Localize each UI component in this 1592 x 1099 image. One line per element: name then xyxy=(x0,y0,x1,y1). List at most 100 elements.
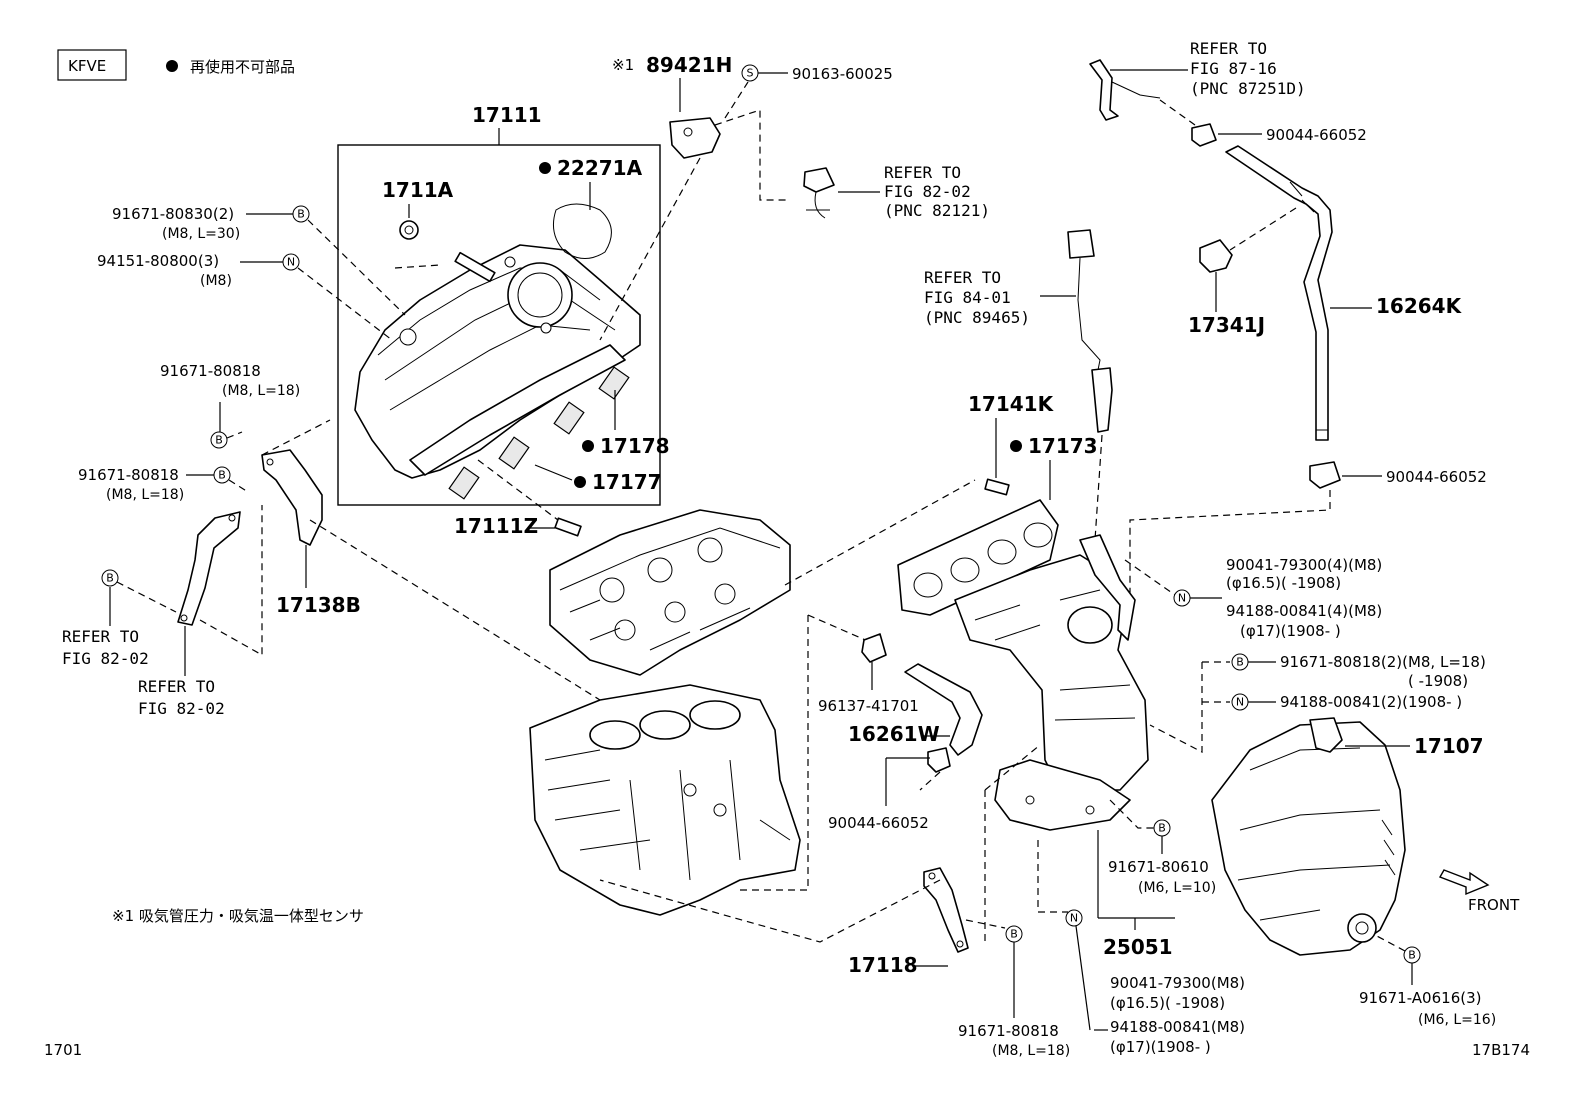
clip-17341j xyxy=(1199,239,1233,273)
part-91671-80610[interactable]: 91671-80610 xyxy=(1108,858,1209,876)
part-90041-79300-a[interactable]: 90041-79300(4)(M8) xyxy=(1226,556,1382,574)
symbol-b: B xyxy=(1010,928,1018,941)
part-16264k[interactable]: 16264K xyxy=(1376,294,1463,318)
cylinder-head-drawing xyxy=(549,509,791,676)
part-94188-00841-a-spec: (φ17)(1908- ) xyxy=(1240,622,1341,640)
ref-82-02-mid-line2[interactable]: FIG 82-02 xyxy=(138,699,225,718)
harness-connector-82121 xyxy=(803,167,835,219)
part-91671-80830[interactable]: 91671-80830(2) xyxy=(112,205,234,223)
symbol-b: B xyxy=(106,572,114,585)
part-90041-79300-b[interactable]: 90041-79300(M8) xyxy=(1110,974,1245,992)
part-90044-66052-top[interactable]: 90044-66052 xyxy=(1266,126,1367,144)
symbol-n: N xyxy=(287,256,295,269)
bracket-17138b xyxy=(261,449,323,546)
hose-clamp-right xyxy=(1309,461,1341,489)
symbol-n: N xyxy=(1178,592,1186,605)
symbol-b: B xyxy=(1408,949,1416,962)
ref-84-01-line3: (PNC 89465) xyxy=(924,308,1030,327)
filled-circle-icon xyxy=(574,476,586,488)
filled-circle-icon xyxy=(166,60,178,72)
ref-87-16-line1: REFER TO xyxy=(1190,39,1267,58)
part-91671-80818-c[interactable]: 91671-80818(2)(M8, L=18) xyxy=(1280,653,1486,671)
part-17177[interactable]: 17177 xyxy=(592,470,662,494)
ref-82-02-left-line1: REFER TO xyxy=(62,627,139,646)
symbol-b: B xyxy=(1158,822,1166,835)
part-17341j[interactable]: 17341J xyxy=(1188,313,1265,337)
part-94188-00841-c[interactable]: 94188-00841(M8) xyxy=(1110,1018,1245,1036)
part-17111[interactable]: 17111 xyxy=(472,103,542,127)
part-90044-66052-right[interactable]: 90044-66052 xyxy=(1386,468,1487,486)
breather-pipe-87251d xyxy=(1089,59,1161,121)
part-94188-00841-a[interactable]: 94188-00841(4)(M8) xyxy=(1226,602,1382,620)
part-96137-41701[interactable]: 96137-41701 xyxy=(818,697,919,715)
page-number: 1701 xyxy=(44,1041,82,1059)
part-91671-80818-b[interactable]: 91671-80818 xyxy=(78,466,179,484)
engine-code-box xyxy=(57,49,127,81)
symbol-b: B xyxy=(1236,656,1244,669)
filled-circle-icon xyxy=(539,162,551,174)
part-17138b[interactable]: 17138B xyxy=(276,593,361,617)
ref-82-02-top-line3: (PNC 82121) xyxy=(884,201,990,220)
part-90163-60025[interactable]: 90163-60025 xyxy=(792,65,893,83)
part-91671-80818-b-spec: (M8, L=18) xyxy=(106,487,184,503)
hose-clamp-top xyxy=(1191,123,1217,147)
part-17178[interactable]: 17178 xyxy=(600,434,670,458)
part-91671-80818-a-spec: (M8, L=18) xyxy=(222,383,300,399)
symbol-s: S xyxy=(747,67,754,80)
symbol-b: B xyxy=(215,434,223,447)
front-label: FRONT xyxy=(1468,896,1520,914)
ref-84-01-line2[interactable]: FIG 84-01 xyxy=(924,288,1011,307)
symbol-b: B xyxy=(218,469,226,482)
ref-87-16-line2[interactable]: FIG 87-16 xyxy=(1190,59,1277,78)
engine-code: KFVE xyxy=(68,57,106,75)
figure-code: 17B174 xyxy=(1472,1041,1530,1059)
footnote: ※1 吸気管圧力・吸気温一体型センサ xyxy=(112,907,364,925)
intake-manifold-drawing xyxy=(354,244,641,500)
ref-82-02-mid-line1: REFER TO xyxy=(138,677,215,696)
part-1711a[interactable]: 1711A xyxy=(382,178,454,202)
oxygen-sensor-89465 xyxy=(1067,229,1113,433)
heat-insulator-17107 xyxy=(1211,717,1406,956)
exhaust-manifold-25051 xyxy=(954,534,1149,831)
part-91671-a0616[interactable]: 91671-A0616(3) xyxy=(1359,989,1481,1007)
part-91671-80610-spec: (M6, L=10) xyxy=(1138,880,1216,896)
gasket-22271a xyxy=(553,203,612,259)
cylinder-block-drawing xyxy=(529,684,801,916)
symbol-n: N xyxy=(1070,912,1078,925)
part-91671-80818-a[interactable]: 91671-80818 xyxy=(160,362,261,380)
part-22271a[interactable]: 22271A xyxy=(557,156,643,180)
part-90041-79300-a-spec: (φ16.5)( -1908) xyxy=(1226,574,1341,592)
symbol-b: B xyxy=(297,208,305,221)
part-17111z[interactable]: 17111Z xyxy=(454,514,538,538)
front-arrow-icon xyxy=(1438,869,1490,896)
filled-circle-icon xyxy=(1010,440,1022,452)
part-17173[interactable]: 17173 xyxy=(1028,434,1098,458)
part-17107[interactable]: 17107 xyxy=(1414,734,1484,758)
hose-16264k xyxy=(1225,145,1333,441)
hose-16261w xyxy=(904,663,983,756)
ref-84-01-line1: REFER TO xyxy=(924,268,1001,287)
part-25051[interactable]: 25051 xyxy=(1103,935,1173,959)
clip-96137-41701 xyxy=(861,633,887,663)
part-90044-66052-lower[interactable]: 90044-66052 xyxy=(828,814,929,832)
part-91671-80818-c-spec: ( -1908) xyxy=(1408,672,1468,690)
part-91671-80818-d[interactable]: 91671-80818 xyxy=(958,1022,1059,1040)
hose-clamp-lower xyxy=(927,747,951,773)
exhaust-gasket-17173 xyxy=(897,499,1059,616)
filled-circle-icon xyxy=(582,440,594,452)
bracket-left-82-02 xyxy=(177,511,241,626)
part-94151-80800[interactable]: 94151-80800(3) xyxy=(97,252,219,270)
part-91671-80830-spec: (M8, L=30) xyxy=(162,226,240,242)
part-17118[interactable]: 17118 xyxy=(848,953,918,977)
bracket-17118 xyxy=(923,867,969,953)
ref-82-02-left-line2[interactable]: FIG 82-02 xyxy=(62,649,149,668)
part-94151-80800-spec: (M8) xyxy=(200,273,232,289)
part-16261w[interactable]: 16261W xyxy=(848,722,940,746)
part-89421h[interactable]: 89421H xyxy=(646,53,732,77)
part-17141k[interactable]: 17141K xyxy=(968,392,1055,416)
part-94188-00841-b[interactable]: 94188-00841(2)(1908- ) xyxy=(1280,693,1462,711)
ref-82-02-top-line1: REFER TO xyxy=(884,163,961,182)
ref-82-02-top-line2[interactable]: FIG 82-02 xyxy=(884,182,971,201)
part-89421h-prefix: ※1 xyxy=(612,56,634,74)
